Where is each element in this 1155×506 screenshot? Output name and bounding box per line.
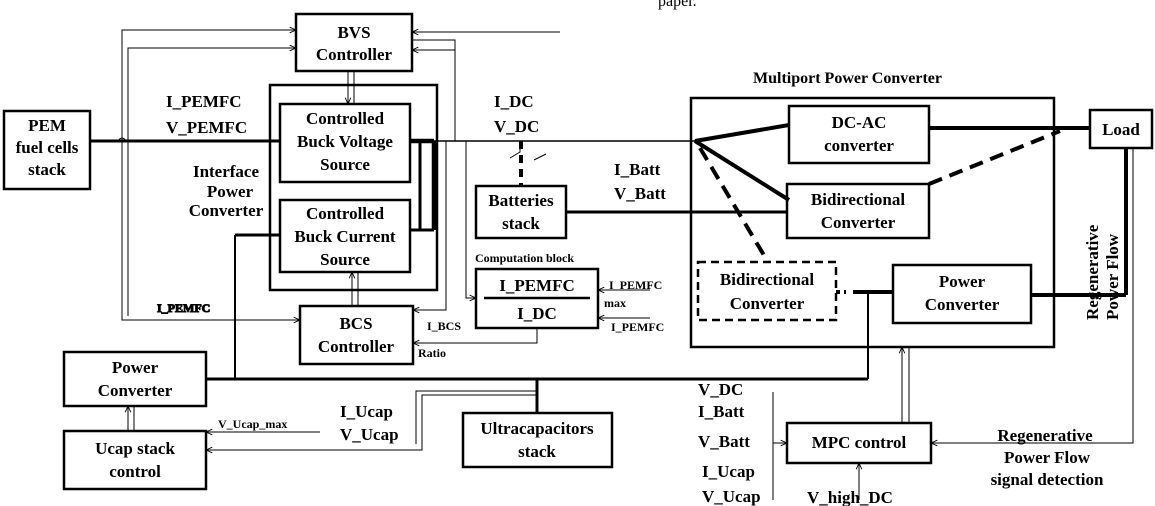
svg-text:Bidirectional: Bidirectional xyxy=(720,270,814,289)
ucap-stack-control-box: Ucap stack control xyxy=(62,429,208,491)
svg-text:stack: stack xyxy=(28,160,66,179)
bvs-controller-box: BVS Controller xyxy=(294,12,414,73)
regen-signal-label: Regenerative Power Flow signal detection xyxy=(991,426,1104,489)
ultracapacitors-stack-box: Ultracapacitors stack xyxy=(461,411,614,469)
svg-text:Source: Source xyxy=(320,250,370,269)
svg-text:Power Flow: Power Flow xyxy=(1103,233,1122,320)
svg-text:Power: Power xyxy=(112,358,159,377)
controlled-buck-voltage-source-box: Controlled Buck Voltage Source xyxy=(278,102,412,184)
v-pemfc-label: V_PEMFC xyxy=(166,118,247,137)
v-ucap-label: V_Ucap xyxy=(340,425,399,444)
svg-text:MPC control: MPC control xyxy=(812,433,907,452)
regen-vertical-label: Regenerative Power Flow xyxy=(1083,224,1122,320)
mpc-in-i-batt: I_Batt xyxy=(698,402,745,421)
mpc-in-v-ucap: V_Ucap xyxy=(702,487,761,506)
computation-block-title: Computation block xyxy=(475,251,574,265)
svg-text:Load: Load xyxy=(1102,120,1140,139)
svg-text:Buck Voltage: Buck Voltage xyxy=(297,132,393,151)
header-fragment: paper. xyxy=(658,0,697,10)
svg-text:Converter: Converter xyxy=(925,295,1000,314)
svg-text:stack: stack xyxy=(502,214,540,233)
svg-text:Ultracapacitors: Ultracapacitors xyxy=(480,419,594,438)
svg-text:Ucap stack: Ucap stack xyxy=(95,439,175,458)
svg-text:Converter: Converter xyxy=(730,294,805,313)
svg-text:PEM: PEM xyxy=(28,116,66,135)
svg-text:Controller: Controller xyxy=(316,45,393,64)
v-batt-label: V_Batt xyxy=(614,184,666,203)
svg-text:Converter: Converter xyxy=(98,381,173,400)
bidirectional-converter-dashed-box: Bidirectional Converter xyxy=(696,260,838,322)
mpc-in-v-batt: V_Batt xyxy=(698,432,750,451)
multiport-power-converter-frame xyxy=(689,96,1056,349)
multiport-title: Multiport Power Converter xyxy=(753,70,942,87)
svg-text:BCS: BCS xyxy=(339,314,372,333)
computation-block-box: I_PEMFC I_DC xyxy=(474,267,600,330)
svg-text:I_DC: I_DC xyxy=(517,304,557,323)
i-pemfc-max-sub-label: max xyxy=(604,296,626,310)
svg-text:Buck Current: Buck Current xyxy=(294,227,396,246)
i-pemfc-right-label: I_PEMFC xyxy=(611,320,664,334)
svg-text:Power Flow: Power Flow xyxy=(1004,448,1091,467)
batteries-stack-box: Batteries stack xyxy=(474,184,568,240)
bcs-controller-box: BCS Controller xyxy=(298,304,415,366)
svg-text:Regenerative: Regenerative xyxy=(997,426,1093,445)
svg-text:Converter: Converter xyxy=(189,201,264,220)
mpc-in-v-dc: V_DC xyxy=(698,380,743,399)
svg-text:DC-AC: DC-AC xyxy=(832,113,887,132)
svg-text:Controller: Controller xyxy=(318,337,395,356)
svg-text:Interface: Interface xyxy=(193,162,260,181)
i-ucap-label: I_Ucap xyxy=(340,402,393,421)
svg-text:Controlled: Controlled xyxy=(306,109,385,128)
mpc-control-box: MPC control xyxy=(785,421,933,465)
power-converter-right-box: Power Converter xyxy=(891,263,1033,325)
svg-text:signal detection: signal detection xyxy=(991,470,1104,489)
v-dc-label: V_DC xyxy=(494,117,539,136)
power-converter-left-box: Power Converter xyxy=(62,350,208,408)
svg-text:converter: converter xyxy=(824,136,894,155)
svg-text:Source: Source xyxy=(320,155,370,174)
v-high-dc-label: V_high_DC xyxy=(807,488,893,506)
mpc-in-i-ucap: I_Ucap xyxy=(702,462,755,481)
i-batt-label: I_Batt xyxy=(614,160,661,179)
svg-text:Batteries: Batteries xyxy=(488,191,554,210)
dc-ac-converter-box: DC-AC converter xyxy=(787,104,931,165)
svg-text:BVS: BVS xyxy=(337,23,370,42)
svg-text:I_PEMFC: I_PEMFC xyxy=(499,276,575,295)
svg-text:fuel cells: fuel cells xyxy=(16,138,79,157)
svg-text:control: control xyxy=(109,462,161,481)
svg-text:Power: Power xyxy=(939,272,986,291)
load-box: Load xyxy=(1088,108,1154,150)
bidirectional-converter-box: Bidirectional Converter xyxy=(785,182,931,240)
svg-text:Bidirectional: Bidirectional xyxy=(811,190,905,209)
i-pemfc-max-label: I_PEMFC xyxy=(609,278,662,292)
interface-power-converter-label: Interface Power Converter xyxy=(189,162,264,220)
v-ucap-max-label: V_Ucap_max xyxy=(218,417,287,431)
i-dc-label: I_DC xyxy=(494,92,534,111)
svg-text:Power: Power xyxy=(207,182,254,201)
svg-text:Controlled: Controlled xyxy=(306,204,385,223)
i-bcs-label: I_BCS xyxy=(427,319,461,333)
i-pemfc-label: I_PEMFC xyxy=(166,92,242,111)
svg-text:stack: stack xyxy=(518,442,556,461)
svg-text:Regenerative: Regenerative xyxy=(1083,224,1102,320)
pem-fuel-cell-stack-box: PEM fuel cells stack xyxy=(2,109,92,191)
svg-text:Converter: Converter xyxy=(821,213,896,232)
controlled-buck-current-source-box: Controlled Buck Current Source xyxy=(278,198,412,274)
signal-lines: I_PEMFC xyxy=(117,30,1134,500)
i-pemfc-bcs-label: I_PEMFC xyxy=(157,301,210,315)
ratio-label: Ratio xyxy=(418,346,446,360)
